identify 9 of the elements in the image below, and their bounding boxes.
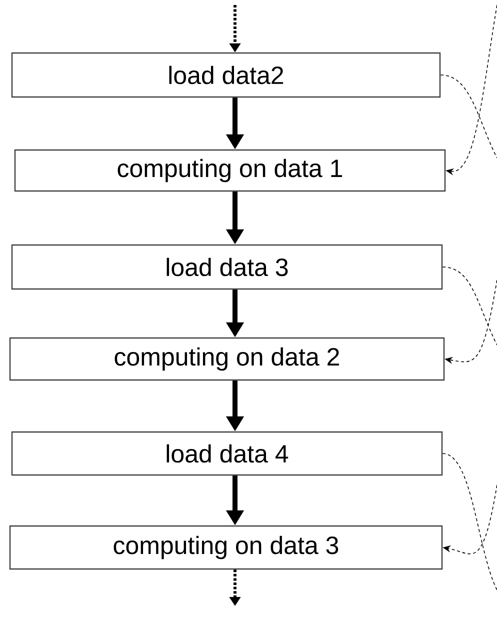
process-box: load data2 (11, 52, 441, 98)
process-box: computing on data 3 (9, 525, 443, 570)
connector-line (440, 74, 497, 158)
process-box: load data 3 (11, 244, 443, 290)
process-box: computing on data 2 (9, 337, 445, 381)
connector-line (442, 266, 497, 346)
process-box: load data 4 (11, 431, 443, 476)
process-box: computing on data 1 (14, 149, 446, 192)
connector-line (442, 453, 497, 590)
